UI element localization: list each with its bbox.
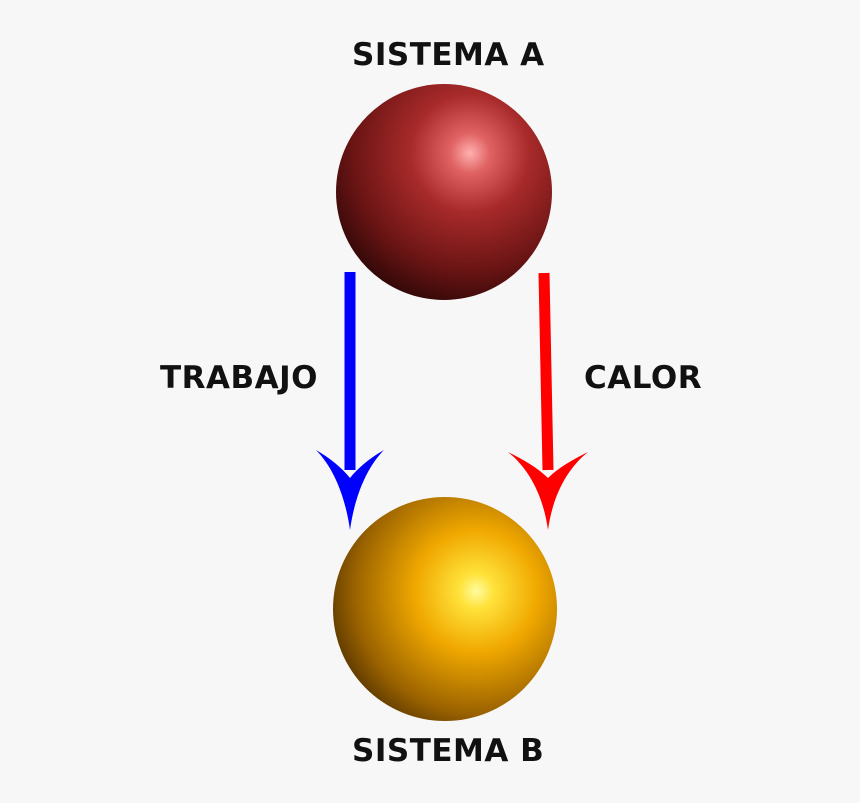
system-b-sphere <box>333 497 557 721</box>
trabajo-arrow <box>316 272 384 530</box>
trabajo-label: TRABAJO <box>160 360 319 396</box>
system-b-label: SISTEMA B <box>352 733 545 769</box>
calor-arrow <box>508 272 588 530</box>
calor-label: CALOR <box>584 360 703 396</box>
system-a-sphere <box>336 84 552 300</box>
system-a-label: SISTEMA A <box>352 37 545 73</box>
